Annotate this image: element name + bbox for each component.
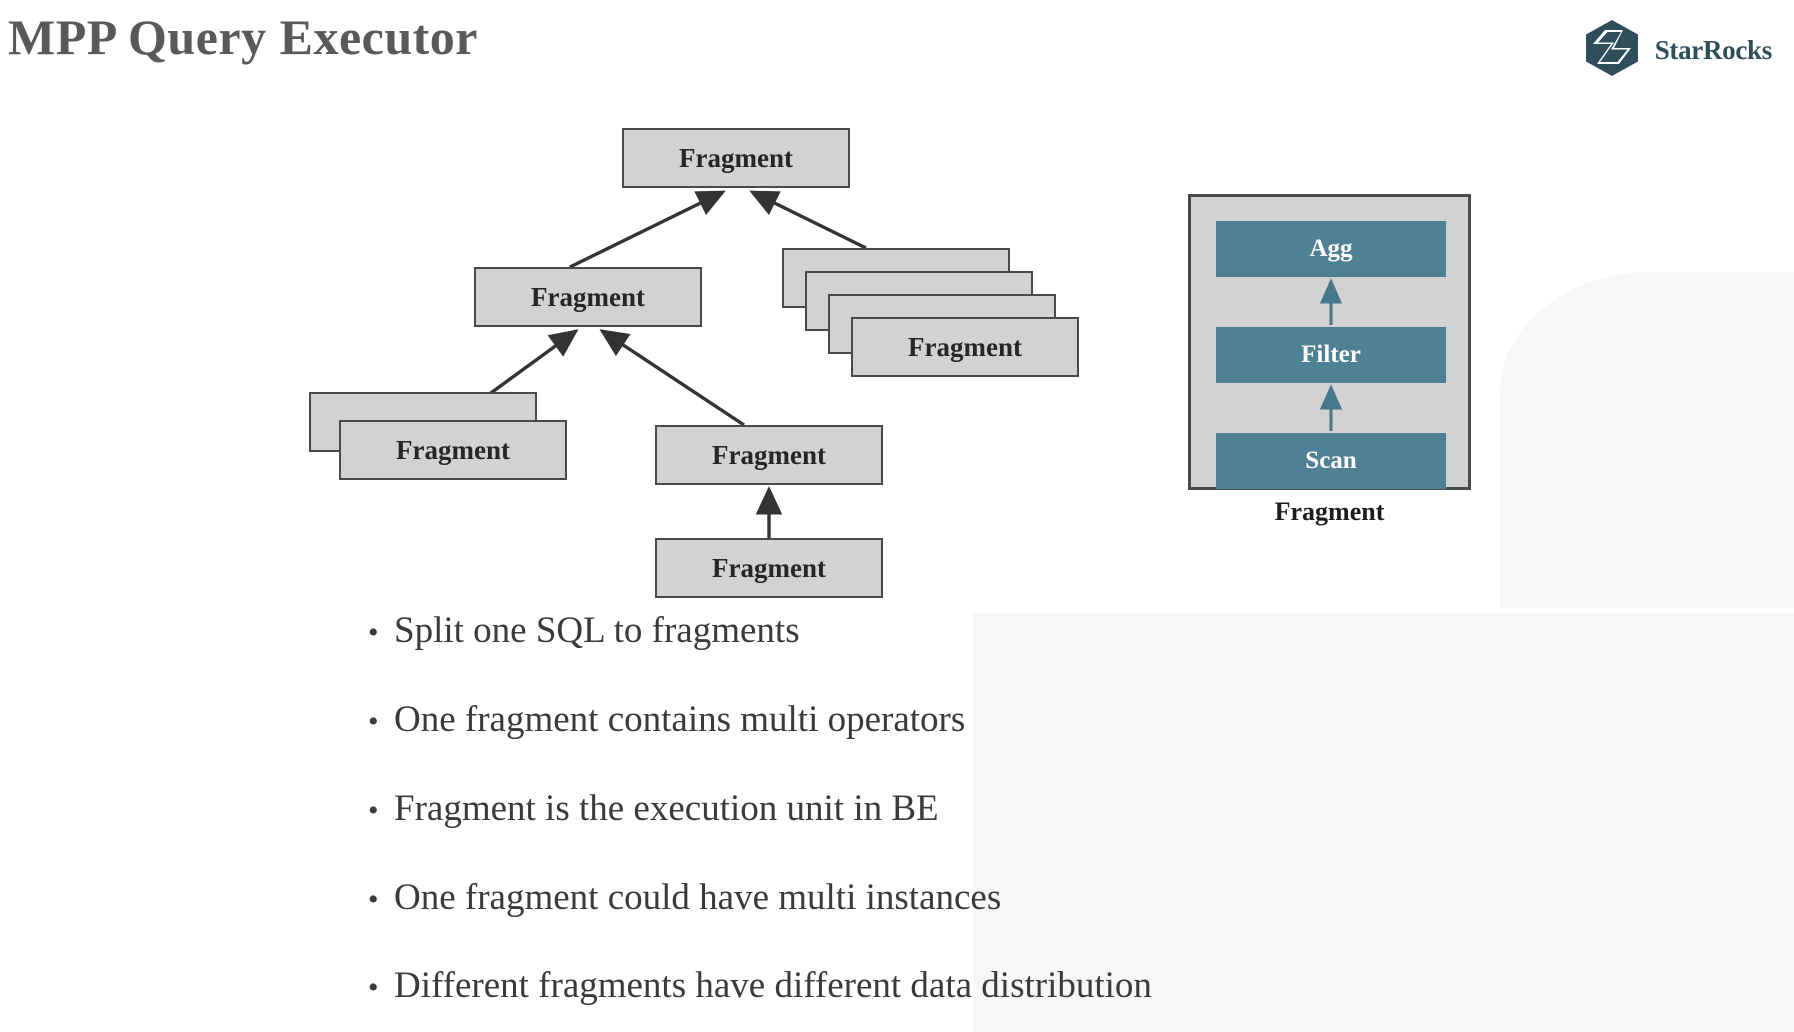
fragment-node-left-mid[interactable]: Fragment [474,267,702,327]
list-item: • Fragment is the execution unit in BE [368,787,1568,829]
list-item-text: Split one SQL to fragments [394,610,800,651]
list-item-text: One fragment contains multi operators [394,698,966,740]
fragment-tree-diagram: Fragment Fragment Fragment Fragment Frag… [0,0,1100,620]
fragment-node-mid-leaf[interactable]: Fragment [655,425,883,485]
fragment-node-bottom-leaf[interactable]: Fragment [655,538,883,598]
list-item: • Different fragments have different dat… [368,967,1568,1006]
operator-box-agg[interactable]: Agg [1216,221,1446,277]
list-item: • One fragment contains multi operators [368,698,1568,740]
operator-box-filter[interactable]: Filter [1216,327,1446,383]
fragment-operator-panel: Agg Filter Scan [1188,194,1471,490]
fragment-node-root[interactable]: Fragment [622,128,850,188]
decorative-shape-upper [1500,272,1794,608]
list-item-text: Different fragments have different data … [394,965,1152,1007]
bullet-marker-icon: • [368,971,379,1005]
list-item-text: Fragment is the execution unit in BE [394,787,939,829]
page-title: MPP Query Executor [8,9,478,65]
decorative-shape-lower [973,613,1794,1032]
starrocks-logo-icon [1581,18,1643,83]
operator-box-scan[interactable]: Scan [1216,433,1446,489]
list-item: • One fragment could have multi instance… [368,876,1568,918]
fragment-node-right-multi[interactable]: Fragment [851,317,1079,377]
fragment-node-left-leaf[interactable]: Fragment [339,420,567,480]
bullet-marker-icon: • [368,793,379,827]
brand-name: StarRocks [1654,35,1773,65]
list-item-text: One fragment could have multi instances [394,876,1002,918]
brand-logo-group: StarRocks [1581,18,1772,83]
bullet-marker-icon: • [368,616,379,649]
operator-panel-caption: Fragment [1274,497,1385,526]
list-item: • Split one SQL to fragments [368,610,1568,651]
bullet-marker-icon: • [368,882,379,916]
bullet-list: • Split one SQL to fragments • One fragm… [368,610,1568,1032]
bullet-marker-icon: • [368,704,379,738]
